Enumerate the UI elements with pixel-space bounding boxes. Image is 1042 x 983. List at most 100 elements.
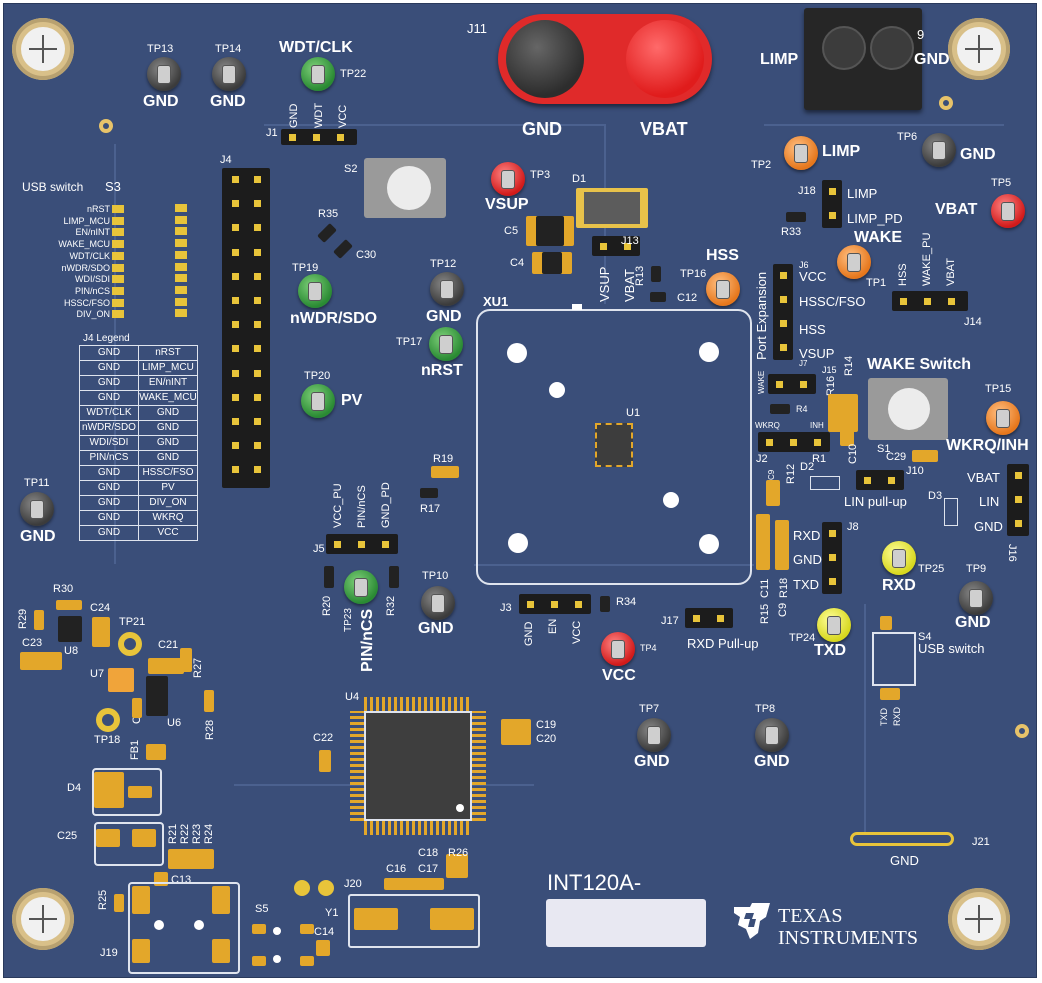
- j16-header[interactable]: [1007, 464, 1029, 536]
- j4-pin[interactable]: [254, 248, 261, 256]
- j4-pin[interactable]: [232, 345, 239, 353]
- header-pin[interactable]: [551, 600, 558, 608]
- header-pin[interactable]: [828, 188, 836, 195]
- s3-switch-row[interactable]: WDT/CLK: [24, 251, 124, 262]
- s3-switch-row[interactable]: LIMP_MCU: [24, 216, 124, 227]
- header-pin[interactable]: [1014, 472, 1022, 479]
- tp10-test-point[interactable]: [421, 586, 455, 620]
- s3-switch-row[interactable]: EN/nINT: [24, 227, 124, 238]
- tp9-test-point[interactable]: [959, 581, 993, 615]
- header-pin[interactable]: [828, 578, 836, 585]
- j4-pin[interactable]: [254, 393, 261, 401]
- tp19-test-point[interactable]: [298, 274, 332, 308]
- tp7-test-point[interactable]: [637, 718, 671, 752]
- header-pin[interactable]: [779, 320, 787, 327]
- tp16-test-point[interactable]: [706, 272, 740, 306]
- j4-pin[interactable]: [254, 442, 261, 450]
- j4-pin[interactable]: [232, 466, 239, 474]
- tp17-test-point[interactable]: [429, 327, 463, 361]
- j4-pin[interactable]: [232, 418, 239, 425]
- tp20-test-point[interactable]: [301, 384, 335, 418]
- tp5-test-point[interactable]: [991, 194, 1025, 228]
- tp8-test-point[interactable]: [755, 718, 789, 752]
- s3-switch-row[interactable]: nRST: [24, 204, 124, 215]
- tp24-test-point[interactable]: [817, 608, 851, 642]
- j18-header[interactable]: [822, 180, 842, 228]
- vbat-jack[interactable]: [626, 20, 704, 98]
- j4-pin[interactable]: [232, 272, 239, 280]
- header-pin[interactable]: [337, 133, 344, 141]
- tp3-test-point[interactable]: [491, 162, 525, 196]
- tp2-test-point[interactable]: [784, 136, 818, 170]
- header-pin[interactable]: [924, 297, 931, 305]
- header-pin[interactable]: [864, 476, 871, 484]
- j4-header[interactable]: [222, 168, 270, 488]
- header-pin[interactable]: [313, 133, 320, 141]
- j4-pin[interactable]: [254, 369, 261, 377]
- header-pin[interactable]: [790, 438, 797, 446]
- s3-switch-row[interactable]: DIV_ON: [24, 309, 124, 320]
- tp11-test-point[interactable]: [20, 492, 54, 526]
- tp15-test-point[interactable]: [986, 401, 1020, 435]
- j4-pin[interactable]: [254, 466, 261, 474]
- tp1-test-point[interactable]: [837, 245, 871, 279]
- j4-pin[interactable]: [232, 224, 239, 232]
- header-pin[interactable]: [814, 438, 821, 446]
- j2-header[interactable]: [758, 432, 830, 452]
- j4-pin[interactable]: [232, 369, 239, 377]
- header-pin[interactable]: [779, 344, 787, 351]
- header-pin[interactable]: [766, 438, 773, 446]
- j14-header[interactable]: [892, 291, 968, 311]
- s3-switch-row[interactable]: WDI/SDI: [24, 274, 124, 285]
- j4-pin[interactable]: [232, 321, 239, 329]
- j17-header[interactable]: [685, 608, 733, 628]
- header-pin[interactable]: [779, 272, 787, 279]
- j4-pin[interactable]: [232, 248, 239, 256]
- j4-pin[interactable]: [254, 297, 261, 304]
- j20-pin[interactable]: [294, 880, 310, 896]
- header-pin[interactable]: [527, 600, 534, 608]
- j4-pin[interactable]: [254, 176, 261, 183]
- j6-header[interactable]: [773, 264, 793, 360]
- j4-pin[interactable]: [254, 345, 261, 353]
- s1-button[interactable]: [888, 388, 930, 430]
- header-pin[interactable]: [382, 540, 389, 548]
- j13-header[interactable]: [592, 236, 640, 256]
- gnd-jack[interactable]: [506, 20, 584, 98]
- header-pin[interactable]: [624, 242, 631, 250]
- tp25-test-point[interactable]: [882, 541, 916, 575]
- header-pin[interactable]: [776, 380, 783, 388]
- tp23-test-point[interactable]: [344, 570, 378, 604]
- j4-pin[interactable]: [254, 272, 261, 280]
- s3-switch-row[interactable]: nWDR/SDO: [24, 263, 124, 274]
- j4-pin[interactable]: [232, 200, 239, 208]
- header-pin[interactable]: [828, 212, 836, 219]
- tp6-test-point[interactable]: [922, 133, 956, 167]
- header-pin[interactable]: [800, 380, 807, 388]
- header-pin[interactable]: [1014, 496, 1022, 503]
- j5-header[interactable]: [326, 534, 398, 554]
- j4-pin[interactable]: [254, 200, 261, 208]
- s2-button[interactable]: [387, 166, 431, 210]
- tp14-test-point[interactable]: [212, 57, 246, 91]
- header-pin[interactable]: [948, 297, 955, 305]
- header-pin[interactable]: [575, 600, 582, 608]
- j10-header[interactable]: [856, 470, 904, 490]
- header-pin[interactable]: [334, 540, 341, 548]
- j20-pin[interactable]: [318, 880, 334, 896]
- terminal-screw[interactable]: [822, 26, 866, 70]
- j4-pin[interactable]: [232, 297, 239, 304]
- j8-header[interactable]: [822, 522, 842, 594]
- header-pin[interactable]: [289, 133, 296, 141]
- header-pin[interactable]: [600, 242, 607, 250]
- j4-pin[interactable]: [254, 224, 261, 232]
- j21-ground-loop[interactable]: [850, 832, 954, 846]
- s3-switch-row[interactable]: PIN/nCS: [24, 286, 124, 297]
- s3-switch-row[interactable]: HSSC/FSO: [24, 298, 124, 309]
- header-pin[interactable]: [900, 297, 907, 305]
- header-pin[interactable]: [1014, 520, 1022, 527]
- j4-pin[interactable]: [254, 418, 261, 425]
- header-pin[interactable]: [358, 540, 365, 548]
- j4-pin[interactable]: [232, 176, 239, 183]
- tp4-test-point[interactable]: [601, 632, 635, 666]
